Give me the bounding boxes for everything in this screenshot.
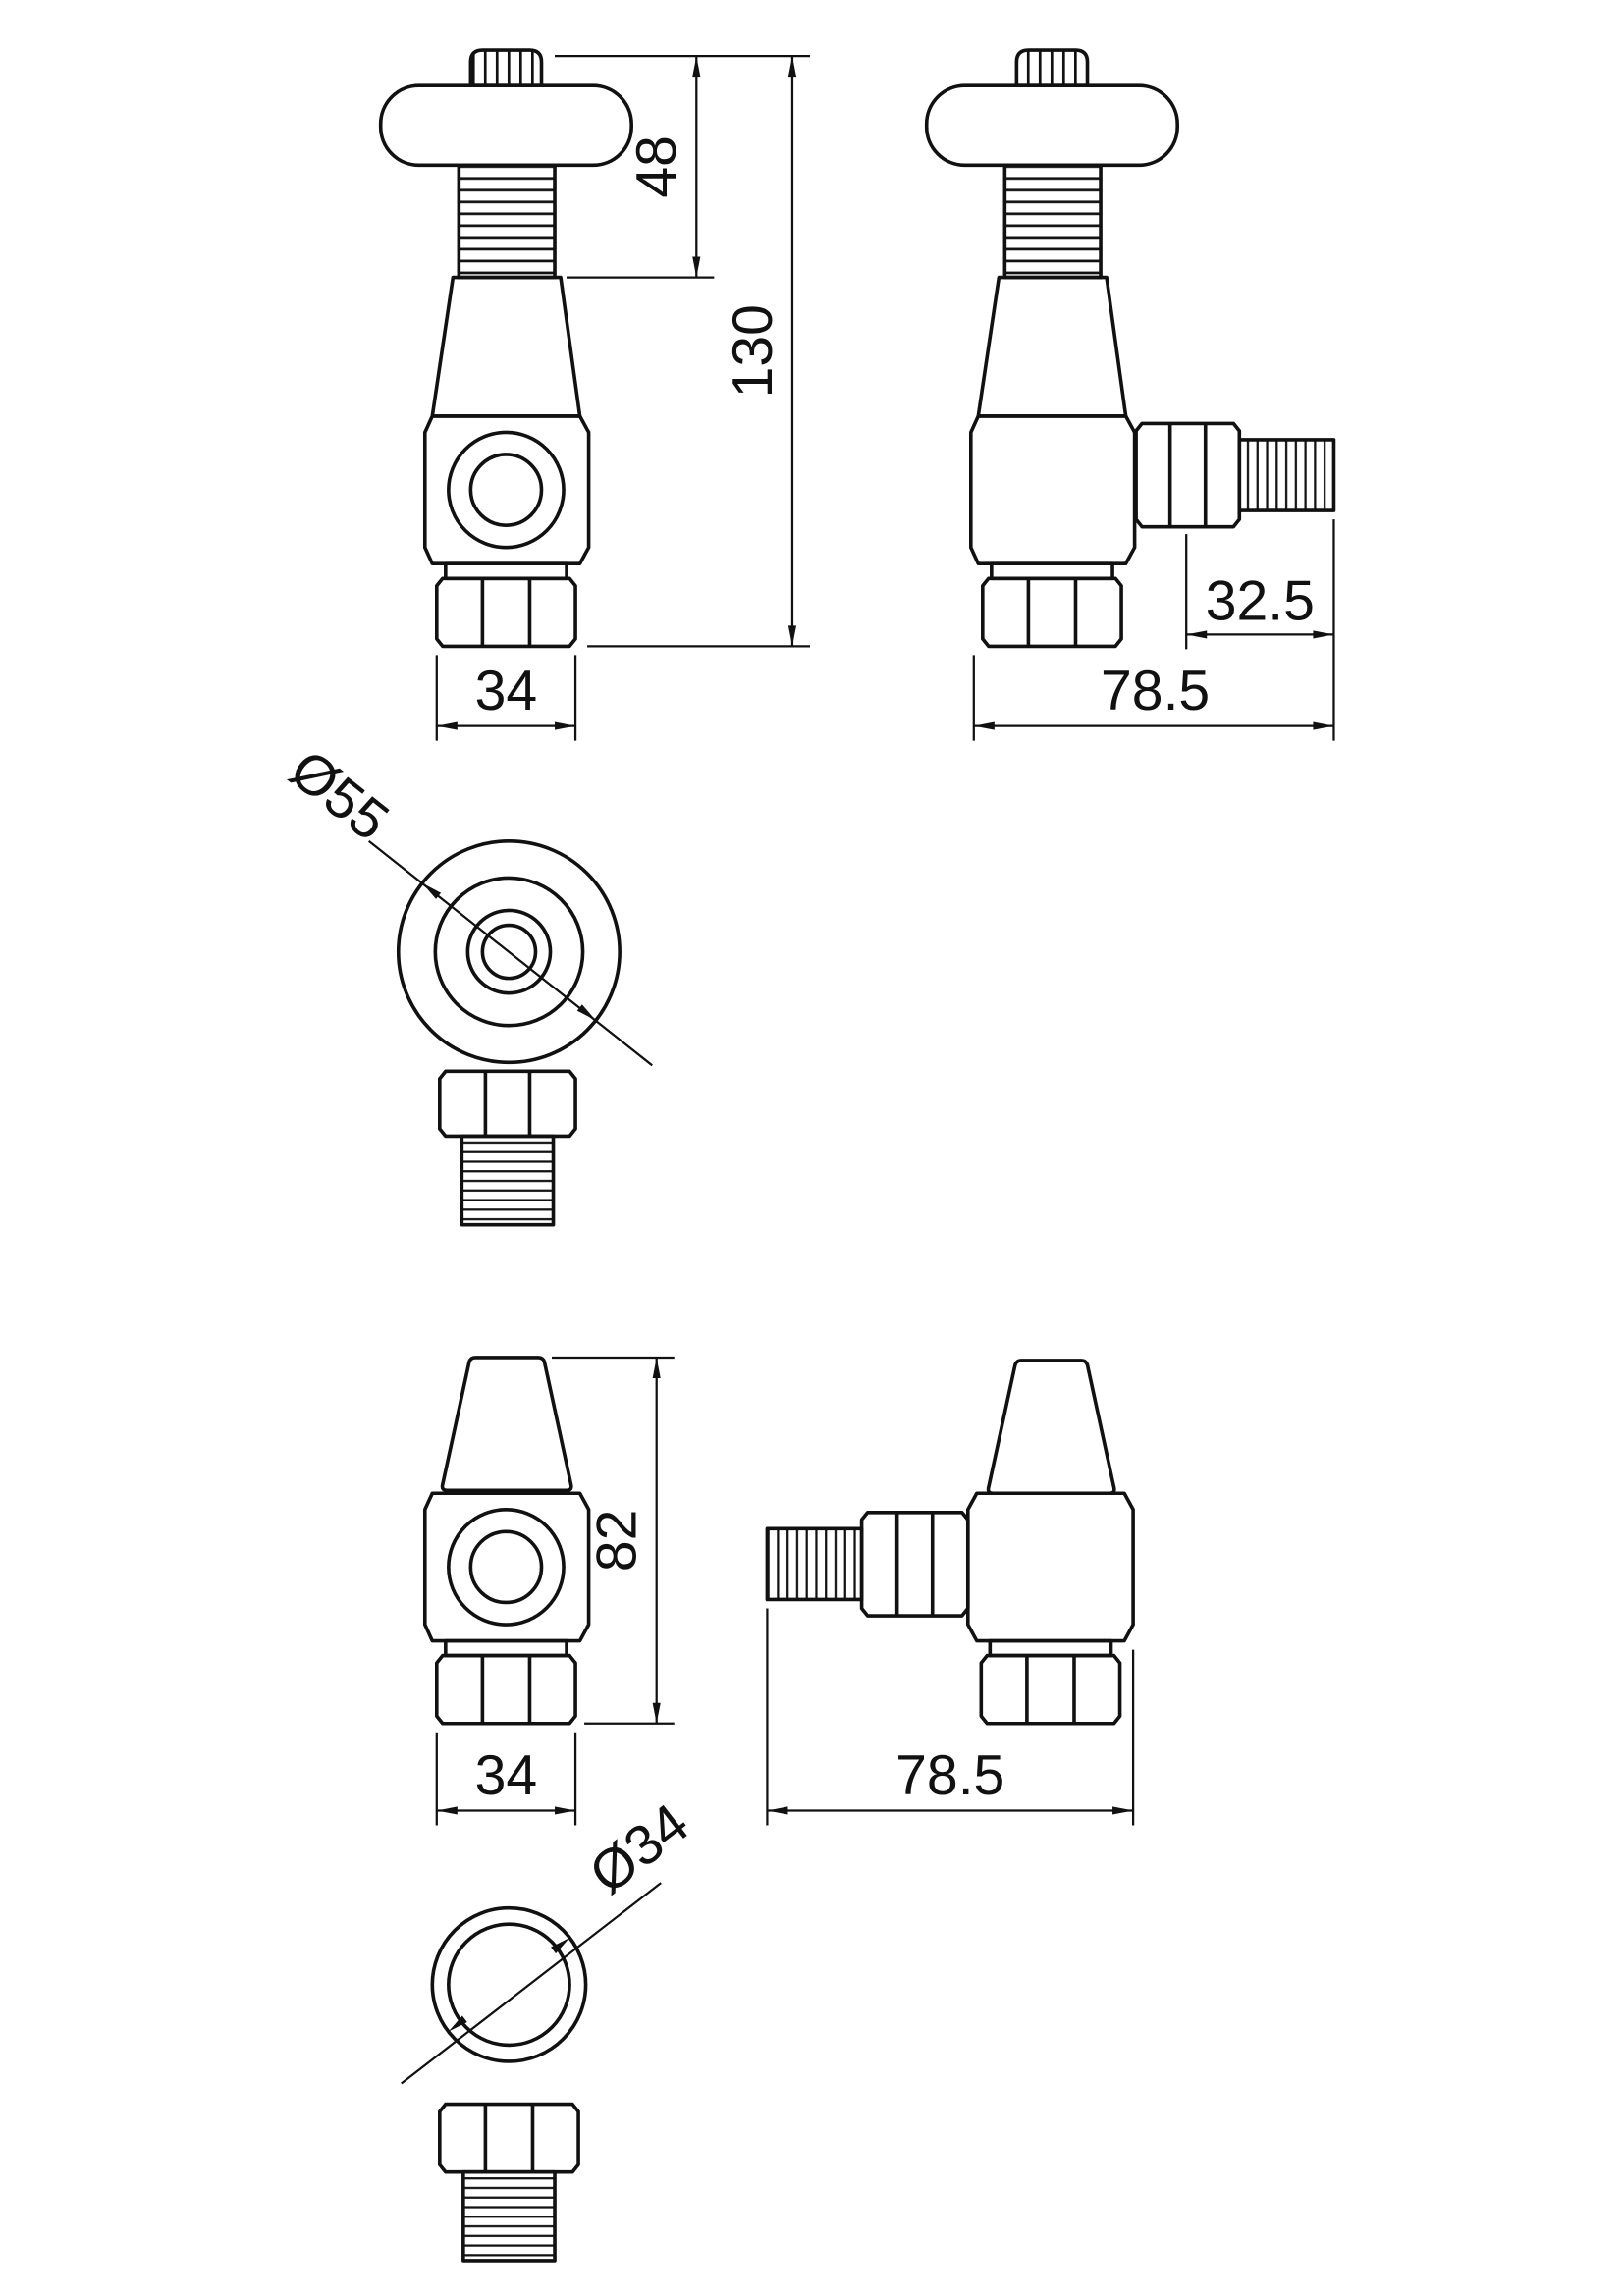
dim-arrow — [555, 1806, 576, 1815]
manual-valve-front-view — [378, 48, 633, 649]
threaded-tail-pipe — [1237, 438, 1336, 512]
hub-bore-circle — [480, 923, 538, 981]
cap-inner-circle — [447, 1922, 571, 2048]
dim-arrow — [1112, 1806, 1134, 1815]
knurled-cap — [468, 48, 544, 87]
diameter-leader-line — [401, 1882, 662, 2085]
dim-body-width: 34 — [475, 660, 538, 722]
manual-valve-side-view — [924, 48, 1336, 649]
dim-handwheel-diameter: Ø55 — [278, 738, 400, 853]
handwheel-outer-circle — [396, 839, 622, 1065]
hex-nut — [979, 1653, 1122, 1726]
union-nut — [1134, 421, 1242, 529]
dim-arrow — [1313, 721, 1334, 730]
dim-head-height: 48 — [625, 135, 688, 198]
hex-nut — [438, 1069, 577, 1139]
lockshield-valve-top-view — [430, 1905, 588, 2263]
tail-flange — [990, 561, 1114, 581]
dim-arrow — [767, 1806, 788, 1815]
dim-arrow — [1186, 630, 1208, 639]
dim-arrow — [555, 721, 576, 730]
dim-arrow — [652, 1702, 661, 1724]
dim-arrow — [692, 256, 701, 278]
dim-lockshield-height: 82 — [586, 1510, 649, 1573]
dim-arrow — [652, 1357, 661, 1379]
hex-nut — [438, 2102, 580, 2174]
valve-body — [422, 1491, 591, 1643]
dim-depth: 78.5 — [1101, 660, 1210, 722]
manual-valve-front-dimensions: 48 130 34 — [435, 54, 810, 741]
manual-valve-top-view — [396, 839, 622, 1227]
tail-flange — [988, 1638, 1113, 1658]
dim-tail-length: 32.5 — [1206, 569, 1315, 632]
hex-nut — [981, 576, 1123, 649]
dim-lockshield-depth: 78.5 — [895, 1744, 1004, 1807]
dim-arrow — [692, 56, 701, 78]
tail-flange — [444, 1638, 568, 1658]
valve-body — [422, 414, 591, 566]
handwheel — [924, 83, 1179, 168]
union-port-outer — [447, 1507, 566, 1627]
dim-lockshield-body-width: 34 — [475, 1744, 538, 1807]
lockshield-valve-front-view — [422, 1356, 591, 1726]
tail-flange — [444, 561, 568, 581]
dim-arrow — [787, 625, 797, 647]
hub-circle — [465, 908, 553, 995]
dim-arrow — [1313, 630, 1334, 639]
valve-body — [965, 1491, 1135, 1643]
valve-bonnet — [430, 275, 582, 418]
union-port-inner — [468, 453, 544, 527]
lockshield-cap — [440, 1356, 573, 1493]
union-nut — [859, 1510, 970, 1618]
union-port-inner — [468, 1529, 544, 1605]
cap-outer-circle — [430, 1905, 588, 2063]
manual-valve-top-dimensions: Ø55 — [278, 738, 653, 1067]
dim-arrow — [436, 1806, 458, 1815]
handwheel — [378, 83, 633, 168]
handwheel-inner-ring — [433, 876, 585, 1028]
threaded-tail-pipe — [765, 1526, 864, 1602]
ribbed-stem — [457, 163, 557, 280]
lockshield-valve-side-view — [765, 1359, 1135, 1726]
dim-arrow — [436, 721, 458, 730]
valve-body — [968, 414, 1137, 566]
diameter-leader-line — [367, 839, 653, 1067]
knurled-cap — [1014, 48, 1090, 87]
union-port-outer — [447, 430, 566, 550]
threaded-stem — [461, 2169, 557, 2263]
dim-total-height: 130 — [722, 304, 784, 398]
manual-valve-side-dimensions: 32.5 78.5 — [972, 519, 1335, 741]
lockshield-front-dimensions: 82 34 — [435, 1356, 675, 1826]
dim-arrow — [787, 56, 797, 78]
dim-lockshield-cap-diameter: Ø34 — [578, 1791, 701, 1906]
lockshield-cap — [986, 1359, 1116, 1496]
valve-bonnet — [976, 275, 1128, 418]
hex-nut — [435, 1653, 577, 1726]
dim-arrow — [973, 721, 995, 730]
hex-nut — [435, 576, 577, 649]
ribbed-stem — [1002, 163, 1103, 280]
threaded-stem — [460, 1134, 556, 1227]
lockshield-top-dimensions: Ø34 — [401, 1791, 701, 2085]
lockshield-side-dimensions: 78.5 — [766, 1608, 1135, 1826]
